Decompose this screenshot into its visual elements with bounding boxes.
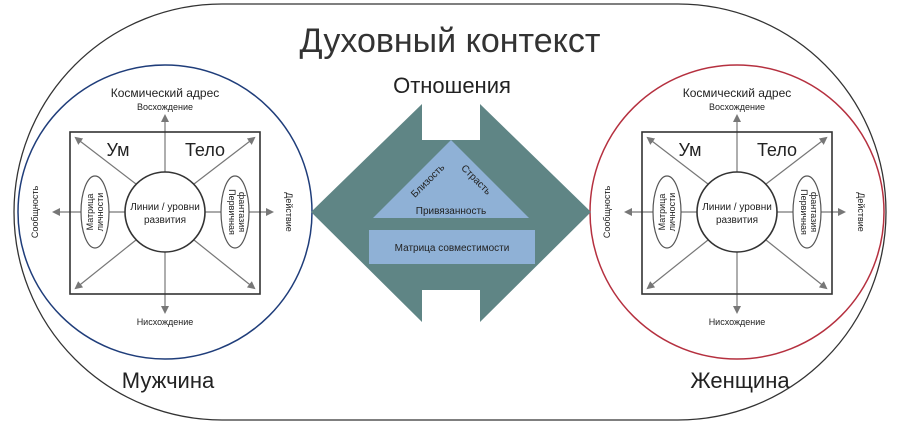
female-ellipse-left-line1: Матрица bbox=[657, 194, 667, 231]
male-ellipse-left-line2: личности bbox=[95, 193, 105, 232]
male-diag-tr bbox=[193, 136, 256, 185]
female-top-title: Космический адрес bbox=[683, 86, 792, 100]
compatibility-matrix-label: Матрица совместимости bbox=[395, 243, 510, 254]
female-diag-br bbox=[765, 239, 828, 290]
female-diagram: Космический адрес Восхождение Нисхождени… bbox=[589, 64, 885, 393]
relations-triangle bbox=[373, 140, 529, 218]
triangle-bottom-label: Привязанность bbox=[416, 206, 487, 217]
female-up-label: Восхождение bbox=[709, 102, 765, 112]
male-top-title: Космический адрес bbox=[111, 86, 220, 100]
female-diag-tl bbox=[646, 136, 709, 185]
female-mind-label: Ум bbox=[678, 140, 701, 160]
male-label: Мужчина bbox=[122, 368, 215, 393]
female-quadrant-box bbox=[641, 131, 833, 295]
male-center-line1: Линии / уровни bbox=[130, 202, 200, 213]
female-right-label: Действие bbox=[856, 192, 866, 232]
male-center-circle bbox=[124, 171, 206, 253]
female-down-label: Нисхождение bbox=[709, 317, 766, 327]
female-center-circle bbox=[696, 171, 778, 253]
female-body-label: Тело bbox=[757, 140, 797, 160]
male-diag-tl bbox=[74, 136, 137, 185]
male-left-label: Сообщность bbox=[30, 186, 40, 239]
male-up-label: Восхождение bbox=[137, 102, 193, 112]
male-diag-bl bbox=[74, 239, 137, 290]
female-fantasy-ellipse bbox=[792, 175, 822, 249]
female-ellipse-left-line2: личности bbox=[667, 193, 677, 232]
female-diag-tr bbox=[765, 136, 828, 185]
male-body-label: Тело bbox=[185, 140, 225, 160]
male-ellipse-left-line1: Матрица bbox=[85, 194, 95, 231]
female-label: Женщина bbox=[690, 368, 790, 393]
context-title: Духовный контекст bbox=[300, 22, 601, 60]
male-mind-label: Ум bbox=[106, 140, 129, 160]
male-quadrant-box bbox=[69, 131, 261, 295]
male-ellipse-right-line1: Первичная bbox=[227, 189, 237, 235]
female-center-line1: Линии / уровни bbox=[702, 202, 772, 213]
male-down-label: Нисхождение bbox=[137, 317, 194, 327]
female-diag-bl bbox=[646, 239, 709, 290]
compatibility-matrix-box bbox=[369, 230, 535, 264]
female-ellipse-right-line1: Первичная bbox=[799, 189, 809, 235]
female-center-line2: развития bbox=[716, 215, 758, 226]
female-left-label: Сообщность bbox=[602, 186, 612, 239]
male-diag-br bbox=[193, 239, 256, 290]
male-personality-ellipse bbox=[80, 175, 110, 249]
male-fantasy-ellipse bbox=[220, 175, 250, 249]
relations-label: Отношения bbox=[393, 73, 511, 98]
outer-context-frame bbox=[13, 3, 887, 421]
male-ellipse-right-line2: фантазия bbox=[237, 192, 247, 232]
female-personality-ellipse bbox=[652, 175, 682, 249]
male-right-label: Действие bbox=[284, 192, 294, 232]
female-ellipse-right-line2: фантазия bbox=[809, 192, 819, 232]
male-center-line2: развития bbox=[144, 215, 186, 226]
male-diagram: Космический адрес Восхождение Нисхождени… bbox=[17, 64, 313, 393]
